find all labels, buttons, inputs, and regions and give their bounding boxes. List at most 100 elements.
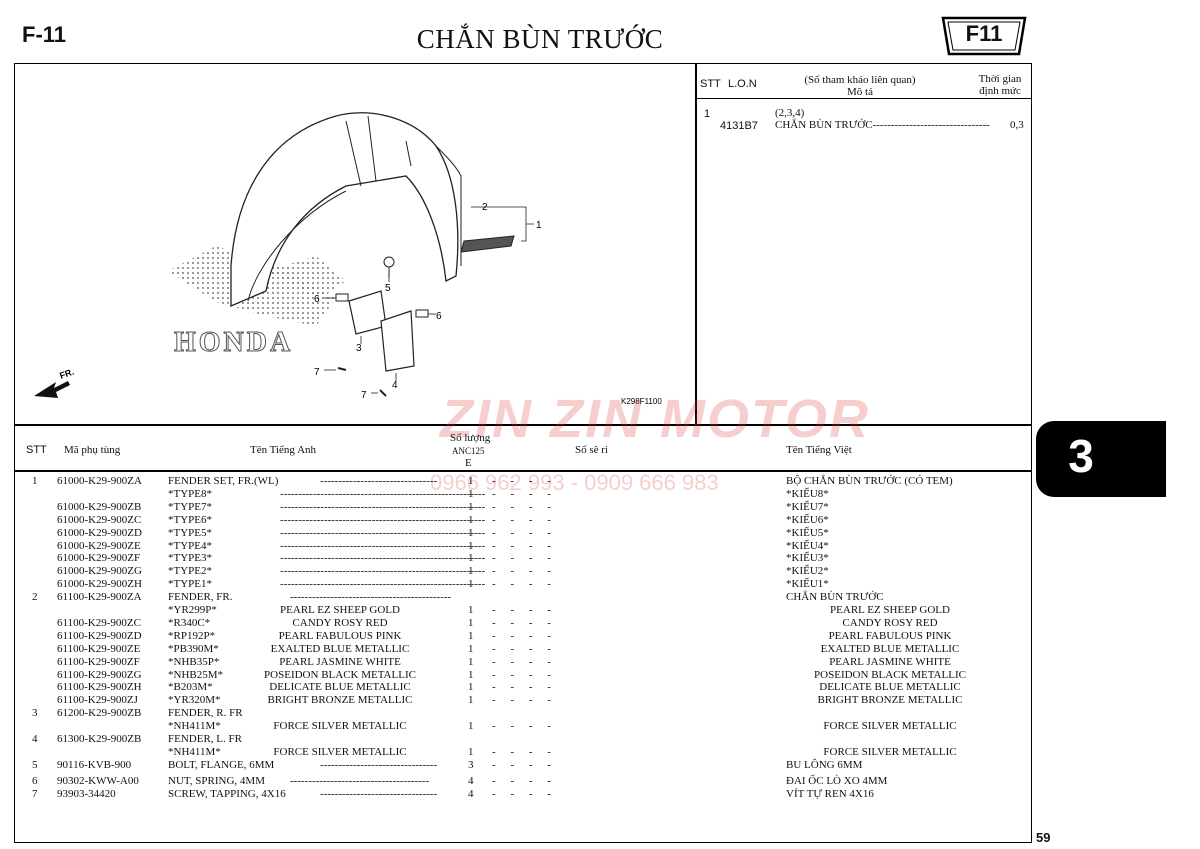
row-part-number: 61100-K29-900ZH — [57, 681, 142, 694]
row-part-number: 90302-KWW-A00 — [57, 774, 139, 787]
table-row: 61000-K29-900ZH*TYPE1*1- - - -*KIỂU1*---… — [0, 579, 1030, 591]
row-qty: 1 — [468, 526, 474, 539]
row-variants: - - - - — [492, 681, 557, 694]
table-row: 61000-K29-900ZB*TYPE7*1- - - -*KIỂU7*---… — [0, 500, 1030, 514]
row-color-en: POSEIDON BLACK METALLIC — [264, 668, 416, 681]
row-variants: - - - - — [492, 694, 557, 707]
row-name-en: FENDER SET, FR.(WL) — [168, 475, 279, 487]
row-qty: 1 — [468, 668, 474, 681]
table-row: 61000-K29-900ZF*TYPE3*1- - - -*KIỂU3*---… — [0, 553, 1030, 565]
row-name-vi: *KIỂU3* — [786, 552, 829, 565]
row-name-en: FENDER, FR. — [168, 591, 233, 604]
fender-left-panel — [380, 310, 415, 372]
callout-2: 2 — [482, 202, 488, 213]
row-qty: 1 — [468, 475, 474, 487]
row-leader-dashes: -------------------------------- — [320, 758, 438, 771]
row-part-number: 61100-K29-900ZE — [57, 642, 141, 655]
row-color-vi: FORCE SILVER METALLIC — [823, 720, 957, 733]
labor-header-rule — [695, 98, 1032, 99]
callout-5: 5 — [385, 283, 391, 294]
row-qty: 1 — [468, 655, 474, 668]
row-leader-dashes: -------------------------------- — [320, 475, 438, 487]
badge-frame — [941, 16, 1027, 56]
labor-row-ref: (2,3,4) — [775, 107, 805, 119]
row-variants: - - - - — [492, 513, 557, 526]
row-part-number: 61100-K29-900ZA — [57, 591, 142, 604]
labor-header-time2: định mức — [979, 85, 1021, 97]
row-part-number: 61000-K29-900ZF — [57, 552, 141, 565]
row-name-en: *NHB35P* — [168, 655, 220, 668]
row-name-en: BOLT, FLANGE, 6MM — [168, 758, 275, 771]
row-part-number: 61100-K29-900ZC — [57, 616, 141, 629]
watermark-main: ZIN ZIN MOTOR — [440, 389, 870, 449]
bolt-icon — [383, 256, 395, 278]
row-leader-dashes: -------------------------------------- — [290, 774, 430, 787]
table-row: 61000-K29-900ZE*TYPE4*1- - - -*KIỂU4*---… — [0, 539, 1030, 553]
row-leader-dashes: ----------------------------------------… — [290, 591, 452, 604]
callout-6b: 6 — [436, 311, 442, 322]
row-name-vi: CHẮN BÙN TRƯỚC — [786, 591, 884, 604]
callout-7a: 7 — [314, 367, 320, 378]
row-name-vi: *KIỂU2* — [786, 565, 829, 578]
row-variants: - - - - — [492, 487, 557, 500]
table-row: 61100-K29-900ZF*NHB35P*1- - - -PEARL JAS… — [0, 655, 1030, 669]
row-part-number: 90116-KVB-900 — [57, 758, 132, 771]
row-name-en: *NH411M* — [168, 720, 221, 733]
page-frame — [14, 63, 1032, 843]
row-qty: 1 — [468, 604, 474, 616]
row-color-en: BRIGHT BRONZE METALLIC — [267, 694, 413, 707]
table-row: 61000-K29-900ZG*TYPE2*1- - - -*KIỂU2*---… — [0, 566, 1030, 578]
row-name-en: SCREW, TAPPING, 4X16 — [168, 787, 286, 800]
row-qty: 1 — [468, 681, 474, 694]
spring-nut-icon — [335, 293, 349, 302]
row-qty: 1 — [468, 565, 474, 578]
row-variants: - - - - — [492, 539, 557, 552]
row-name-en: *R340C* — [168, 616, 211, 629]
sticker — [460, 235, 515, 253]
row-part-number: 61000-K29-900ZG — [57, 565, 142, 578]
row-name-vi: ĐAI ỐC LÒ XO 4MM — [786, 774, 888, 787]
labor-header-stt: STT — [700, 78, 721, 90]
row-color-en: PEARL JASMINE WHITE — [279, 655, 401, 668]
row-name-vi: *KIỂU8* — [786, 487, 829, 500]
row-name-en: NUT, SPRING, 4MM — [168, 774, 265, 787]
table-row: 61100-K29-900ZH*B203M*1- - - -DELICATE B… — [0, 682, 1030, 694]
page-code: F-11 — [22, 22, 67, 47]
row-stt: 3 — [32, 707, 38, 720]
labor-row-time: 0,3 — [1010, 119, 1024, 131]
row-stt: 6 — [32, 774, 38, 787]
row-part-number: 61000-K29-900ZA — [57, 475, 142, 487]
row-name-en: *TYPE5* — [168, 526, 212, 539]
watermark-phone: 0966 962 993 - 0909 666 983 — [430, 470, 719, 495]
row-color-vi: CANDY ROSY RED — [842, 616, 938, 629]
col-stt: STT — [26, 444, 47, 456]
row-qty: 1 — [468, 487, 474, 500]
row-name-en: *TYPE3* — [168, 552, 212, 565]
row-part-number: 61100-K29-900ZJ — [57, 694, 138, 707]
row-qty: 1 — [468, 642, 474, 655]
table-row: *TYPE8*1- - - -*KIỂU8*------------------… — [0, 487, 1030, 501]
row-name-en: *TYPE1* — [168, 578, 212, 591]
row-leader-dashes: ----------------------------------------… — [280, 578, 486, 591]
exploded-diagram: HONDA FR. 1 2 3 4 5 6 6 7 7 K298F1100 — [34, 112, 662, 406]
row-name-vi: BU LÔNG 6MM — [786, 758, 863, 771]
row-variants: - - - - — [492, 642, 557, 655]
row-color-vi: PEARL JASMINE WHITE — [829, 655, 951, 668]
labor-header-desc: Mô tả — [847, 86, 873, 98]
row-name-en: *PB390M* — [168, 642, 219, 655]
row-variants: - - - - — [492, 578, 557, 591]
row-variants: - - - - — [492, 629, 557, 642]
row-variants: - - - - — [492, 500, 557, 513]
row-color-vi: POSEIDON BLACK METALLIC — [814, 668, 966, 681]
row-qty: 1 — [468, 694, 474, 707]
row-color-en: DELICATE BLUE METALLIC — [269, 681, 411, 694]
row-part-number: 61100-K29-900ZD — [57, 629, 142, 642]
row-qty: 1 — [468, 513, 474, 526]
fender-body — [230, 112, 459, 307]
row-color-vi: EXALTED BLUE METALLIC — [820, 642, 960, 655]
table-row: 61100-K29-900ZC*R340C*1- - - -CANDY ROSY… — [0, 616, 1030, 630]
